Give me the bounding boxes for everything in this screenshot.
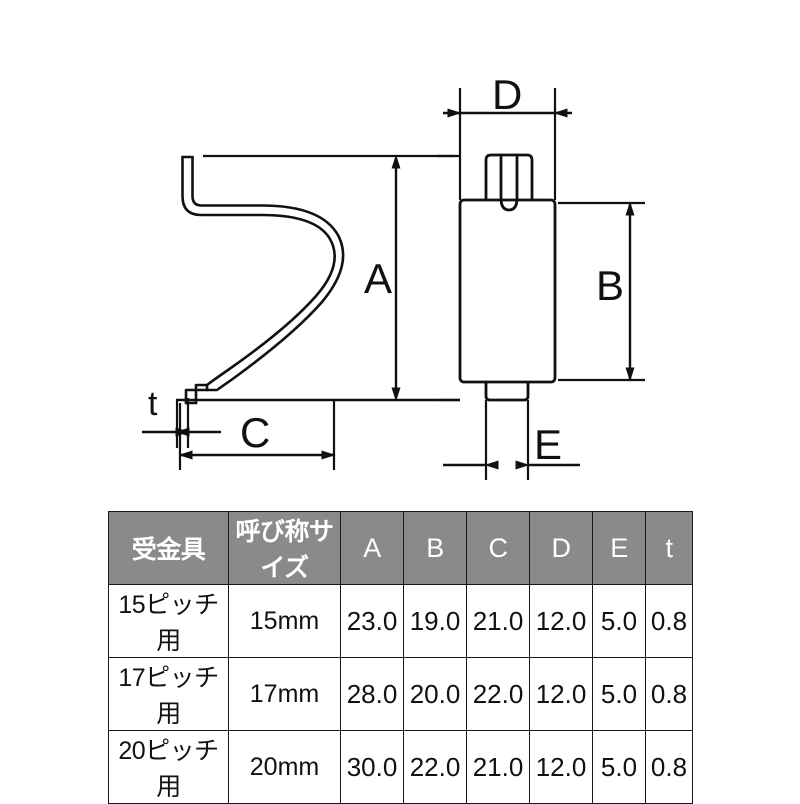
cell-E: 5.0 — [592, 657, 646, 731]
cell-C: 21.0 — [466, 584, 530, 658]
technical-drawing-area: A B C D E t — [142, 71, 645, 480]
dimension-B — [558, 201, 645, 382]
cell-fitting: 20ピッチ用 — [108, 730, 229, 804]
dimension-t — [142, 398, 221, 448]
table-body: 15ピッチ用 15mm 23.0 19.0 21.0 12.0 5.0 0.8 … — [108, 584, 693, 804]
column-header-fitting: 受金具 — [108, 511, 229, 585]
bracket-side-profile — [181, 155, 345, 405]
dimension-label-C: C — [240, 409, 271, 456]
table-row: 15ピッチ用 15mm 23.0 19.0 21.0 12.0 5.0 0.8 — [108, 584, 693, 658]
cell-D: 12.0 — [529, 584, 593, 658]
cell-t: 0.8 — [645, 730, 693, 804]
bracket-front-cylinder — [458, 153, 557, 402]
column-header-nominal-size: 呼び称サイズ — [228, 511, 341, 585]
dimension-label-D: D — [492, 71, 523, 118]
dimension-label-B: B — [596, 262, 625, 309]
column-header-D: D — [529, 511, 593, 585]
dimension-C — [178, 400, 336, 470]
cell-E: 5.0 — [592, 730, 646, 804]
cell-nominal-size: 15mm — [228, 584, 341, 658]
cell-B: 20.0 — [403, 657, 467, 731]
dimension-label-A: A — [364, 255, 393, 302]
cell-nominal-size: 20mm — [228, 730, 341, 804]
cell-A: 23.0 — [340, 584, 404, 658]
cell-B: 22.0 — [403, 730, 467, 804]
cell-E: 5.0 — [592, 584, 646, 658]
column-header-t: t — [645, 511, 693, 585]
column-header-C: C — [466, 511, 530, 585]
cell-C: 22.0 — [466, 657, 530, 731]
dimension-label-E: E — [534, 421, 563, 468]
cell-A: 28.0 — [340, 657, 404, 731]
specification-table-wrapper: 受金具 呼び称サイズ A B C D E t 15ピッチ用 15mm 23.0 … — [108, 511, 693, 804]
cell-D: 12.0 — [529, 657, 593, 731]
cell-t: 0.8 — [645, 584, 693, 658]
column-header-A: A — [340, 511, 404, 585]
reference-ticks — [437, 154, 460, 402]
cell-nominal-size: 17mm — [228, 657, 341, 731]
dimension-D — [443, 88, 572, 200]
cell-D: 12.0 — [529, 730, 593, 804]
dimension-E — [443, 400, 580, 480]
cell-fitting: 17ピッチ用 — [108, 657, 229, 731]
cell-B: 19.0 — [403, 584, 467, 658]
engineering-drawing-svg — [142, 88, 645, 480]
cell-A: 30.0 — [340, 730, 404, 804]
dimension-label-t: t — [148, 385, 158, 423]
column-header-E: E — [592, 511, 646, 585]
cell-t: 0.8 — [645, 657, 693, 731]
specification-table: 受金具 呼び称サイズ A B C D E t 15ピッチ用 15mm 23.0 … — [108, 511, 693, 804]
column-header-B: B — [403, 511, 467, 585]
table-header: 受金具 呼び称サイズ A B C D E t — [108, 511, 693, 585]
cell-C: 21.0 — [466, 730, 530, 804]
table-header-row: 受金具 呼び称サイズ A B C D E t — [108, 511, 693, 585]
table-row: 17ピッチ用 17mm 28.0 20.0 22.0 12.0 5.0 0.8 — [108, 657, 693, 731]
table-row: 20ピッチ用 20mm 30.0 22.0 21.0 12.0 5.0 0.8 — [108, 730, 693, 804]
dimension-A — [176, 154, 460, 402]
cell-fitting: 15ピッチ用 — [108, 584, 229, 658]
